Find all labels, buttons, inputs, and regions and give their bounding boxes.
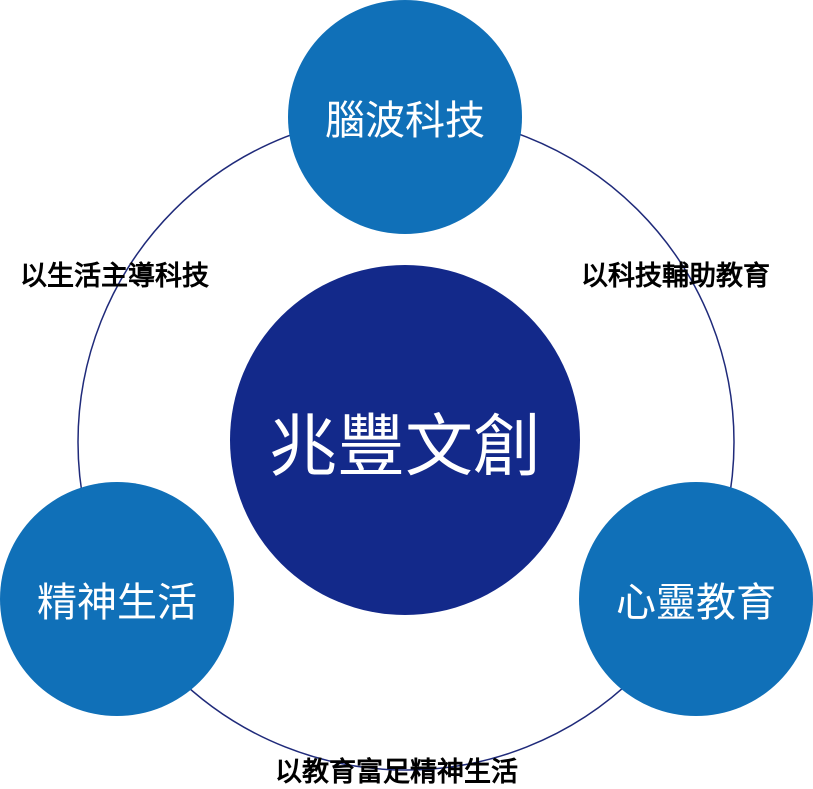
node-mind-education: 心靈教育 [579, 482, 813, 716]
link-label-left: 以生活主導科技 [20, 261, 209, 292]
node-label: 心靈教育 [616, 580, 776, 626]
link-label-bottom: 以教育富足精神生活 [275, 757, 518, 788]
link-label-right: 以科技輔助教育 [581, 261, 770, 292]
node-label: 精神生活 [37, 580, 197, 626]
center-label: 兆豐文創 [268, 407, 541, 487]
center-node: 兆豐文創 [230, 265, 580, 615]
node-label: 腦波科技 [325, 98, 485, 144]
node-brainwave-tech: 腦波科技 [288, 0, 522, 234]
node-spiritual-life: 精神生活 [0, 482, 234, 716]
